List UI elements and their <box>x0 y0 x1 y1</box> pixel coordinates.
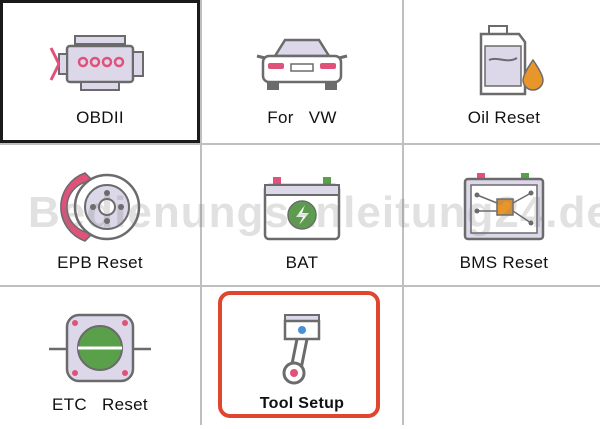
oil-can-icon <box>444 22 564 100</box>
brake-disc-icon <box>40 167 160 245</box>
menu-item-label: ETC Reset <box>52 395 148 414</box>
menu-item-bms-reset[interactable]: BMS Reset <box>404 145 600 285</box>
menu-item-bat[interactable]: BAT <box>202 145 402 285</box>
menu-item-obdii[interactable]: OBDII <box>0 0 200 143</box>
throttle-body-icon <box>40 309 160 387</box>
menu-item-label: EPB Reset <box>57 253 143 272</box>
piston-icon <box>242 309 362 387</box>
car-icon <box>242 22 362 100</box>
empty-grid-cell <box>404 287 600 429</box>
menu-item-label: BMS Reset <box>459 253 549 272</box>
menu-item-epb-reset[interactable]: EPB Reset <box>0 145 200 285</box>
menu-item-oil-reset[interactable]: Oil Reset <box>404 0 600 143</box>
menu-item-tool-setup[interactable]: Tool Setup <box>202 287 402 429</box>
menu-item-label: OBDII <box>76 108 124 127</box>
menu-item-for-vw[interactable]: For VW <box>202 0 402 143</box>
battery-icon <box>242 167 362 245</box>
menu-item-label: BAT <box>285 253 319 272</box>
menu-item-label: Oil Reset <box>467 108 541 127</box>
menu-item-label: For VW <box>267 108 337 127</box>
menu-item-label: Tool Setup <box>259 395 345 412</box>
menu-item-etc-reset[interactable]: ETC Reset <box>0 287 200 429</box>
engine-icon <box>40 22 160 100</box>
bms-circuit-icon <box>444 167 564 245</box>
